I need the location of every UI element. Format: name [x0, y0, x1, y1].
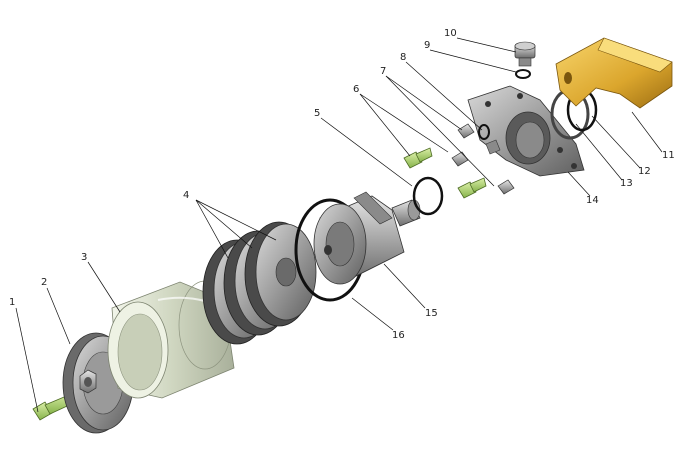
part-14-housing [467, 85, 585, 177]
callout-3: 3 [81, 252, 87, 263]
callout-15: 15 [425, 308, 438, 319]
part-4-piston-discs [202, 221, 317, 345]
callout-7: 7 [380, 66, 386, 77]
callout-11: 11 [662, 150, 675, 161]
callout-labels: 1 2 3 4 5 6 7 8 9 10 11 12 13 14 15 16 [9, 28, 675, 341]
part-8-small-o-ring [478, 124, 490, 140]
callout-4: 4 [183, 190, 189, 201]
callout-16: 16 [392, 330, 405, 341]
part-3-cylinder-sleeve [107, 280, 235, 399]
callout-8: 8 [400, 52, 406, 63]
callout-6: 6 [353, 84, 359, 95]
part-10-cap-screw [514, 41, 536, 67]
callout-1: 1 [9, 297, 15, 308]
part-11-yoke [555, 37, 673, 109]
callout-10: 10 [444, 28, 457, 39]
callout-5: 5 [314, 108, 320, 119]
callout-13: 13 [620, 178, 633, 189]
callout-14: 14 [586, 195, 599, 206]
part-15-piston [313, 191, 421, 285]
leader-lines [15, 37, 663, 413]
part-9-washer [515, 69, 531, 79]
callout-9: 9 [424, 40, 430, 51]
callout-2: 2 [41, 277, 47, 288]
callout-12: 12 [638, 166, 651, 177]
part-5-o-ring [412, 176, 444, 216]
part-6-green-bolts [403, 147, 487, 199]
